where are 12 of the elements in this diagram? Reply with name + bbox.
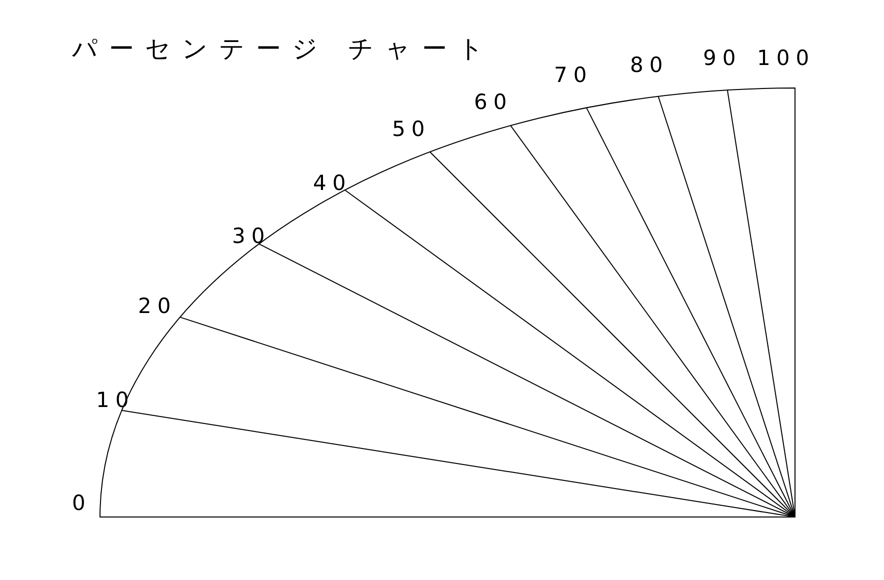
percent-label: 20 [138, 296, 177, 317]
percent-label: 50 [392, 119, 431, 140]
percent-label: 30 [232, 226, 271, 247]
percent-label: 90 [703, 48, 742, 69]
percent-label: 70 [554, 65, 593, 86]
percent-label: 60 [474, 92, 513, 113]
percent-label: 10 [96, 390, 135, 411]
percent-label: 40 [313, 173, 352, 194]
percent-label: 0 [72, 493, 92, 514]
chart-title: パーセンテージ チャート [72, 36, 495, 61]
percent-label: 100 [757, 48, 816, 69]
percent-label: 80 [630, 55, 669, 76]
